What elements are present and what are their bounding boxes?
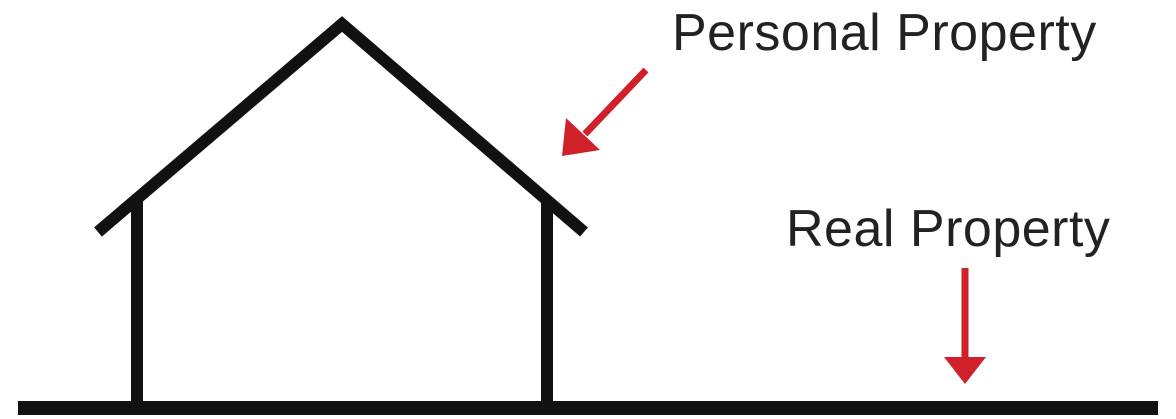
personal-property-arrow-icon xyxy=(562,70,646,156)
personal-property-label: Personal Property xyxy=(672,4,1097,62)
real-property-label: Real Property xyxy=(786,200,1110,258)
house-icon xyxy=(98,24,584,408)
real-property-arrow-icon xyxy=(944,268,986,384)
ground-line xyxy=(18,401,1158,415)
house-roof xyxy=(98,24,584,232)
